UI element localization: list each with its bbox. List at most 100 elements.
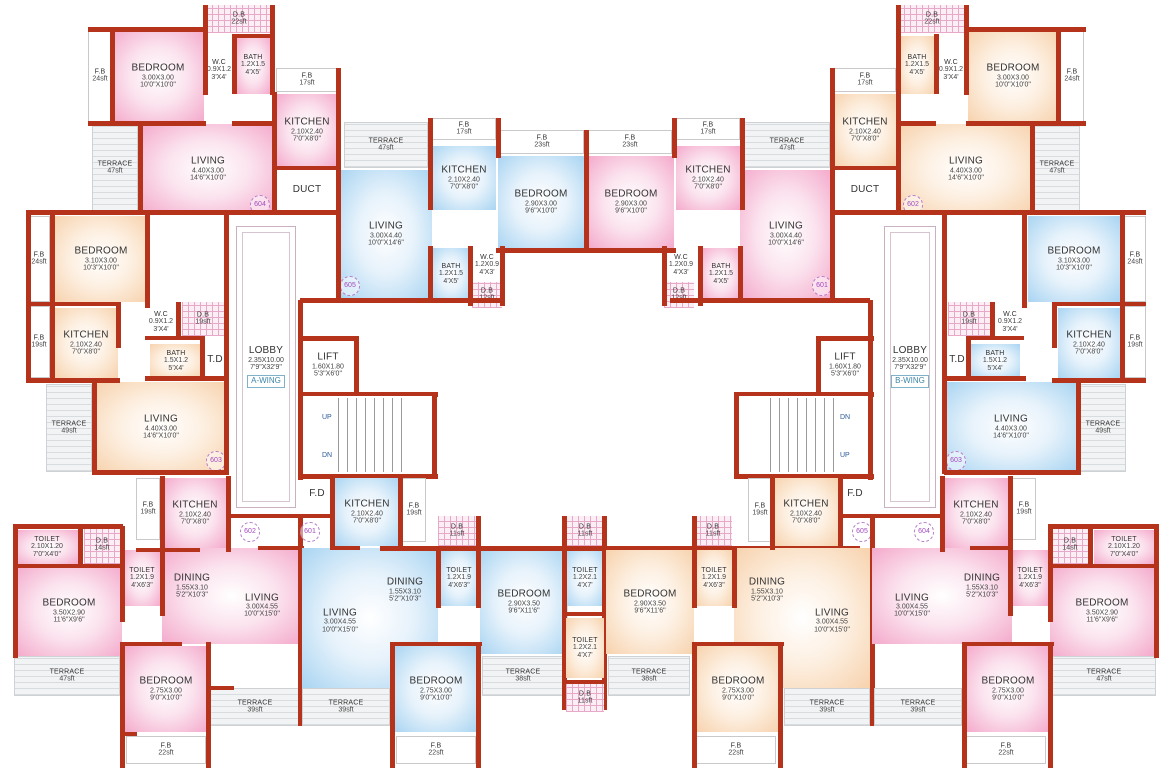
flat-number-602: 602 [240, 522, 260, 542]
wing-tag: B-WING [891, 375, 929, 388]
down-arrow-icon: DN [322, 452, 333, 459]
staircase[interactable]: UP DN [302, 396, 436, 474]
down-arrow-icon: DN [840, 414, 851, 421]
staircase[interactable]: DN UP [736, 396, 870, 474]
duct-balcony: D.B12sft [664, 282, 694, 308]
flat-number-605: 605 [852, 522, 872, 542]
duct: DUCT [276, 168, 338, 212]
flat-number-601: 601 [812, 276, 832, 296]
flat-number-603: 603 [946, 451, 966, 471]
duct-balcony: D.B12sft [472, 282, 502, 308]
flat-number-603: 603 [206, 451, 226, 471]
